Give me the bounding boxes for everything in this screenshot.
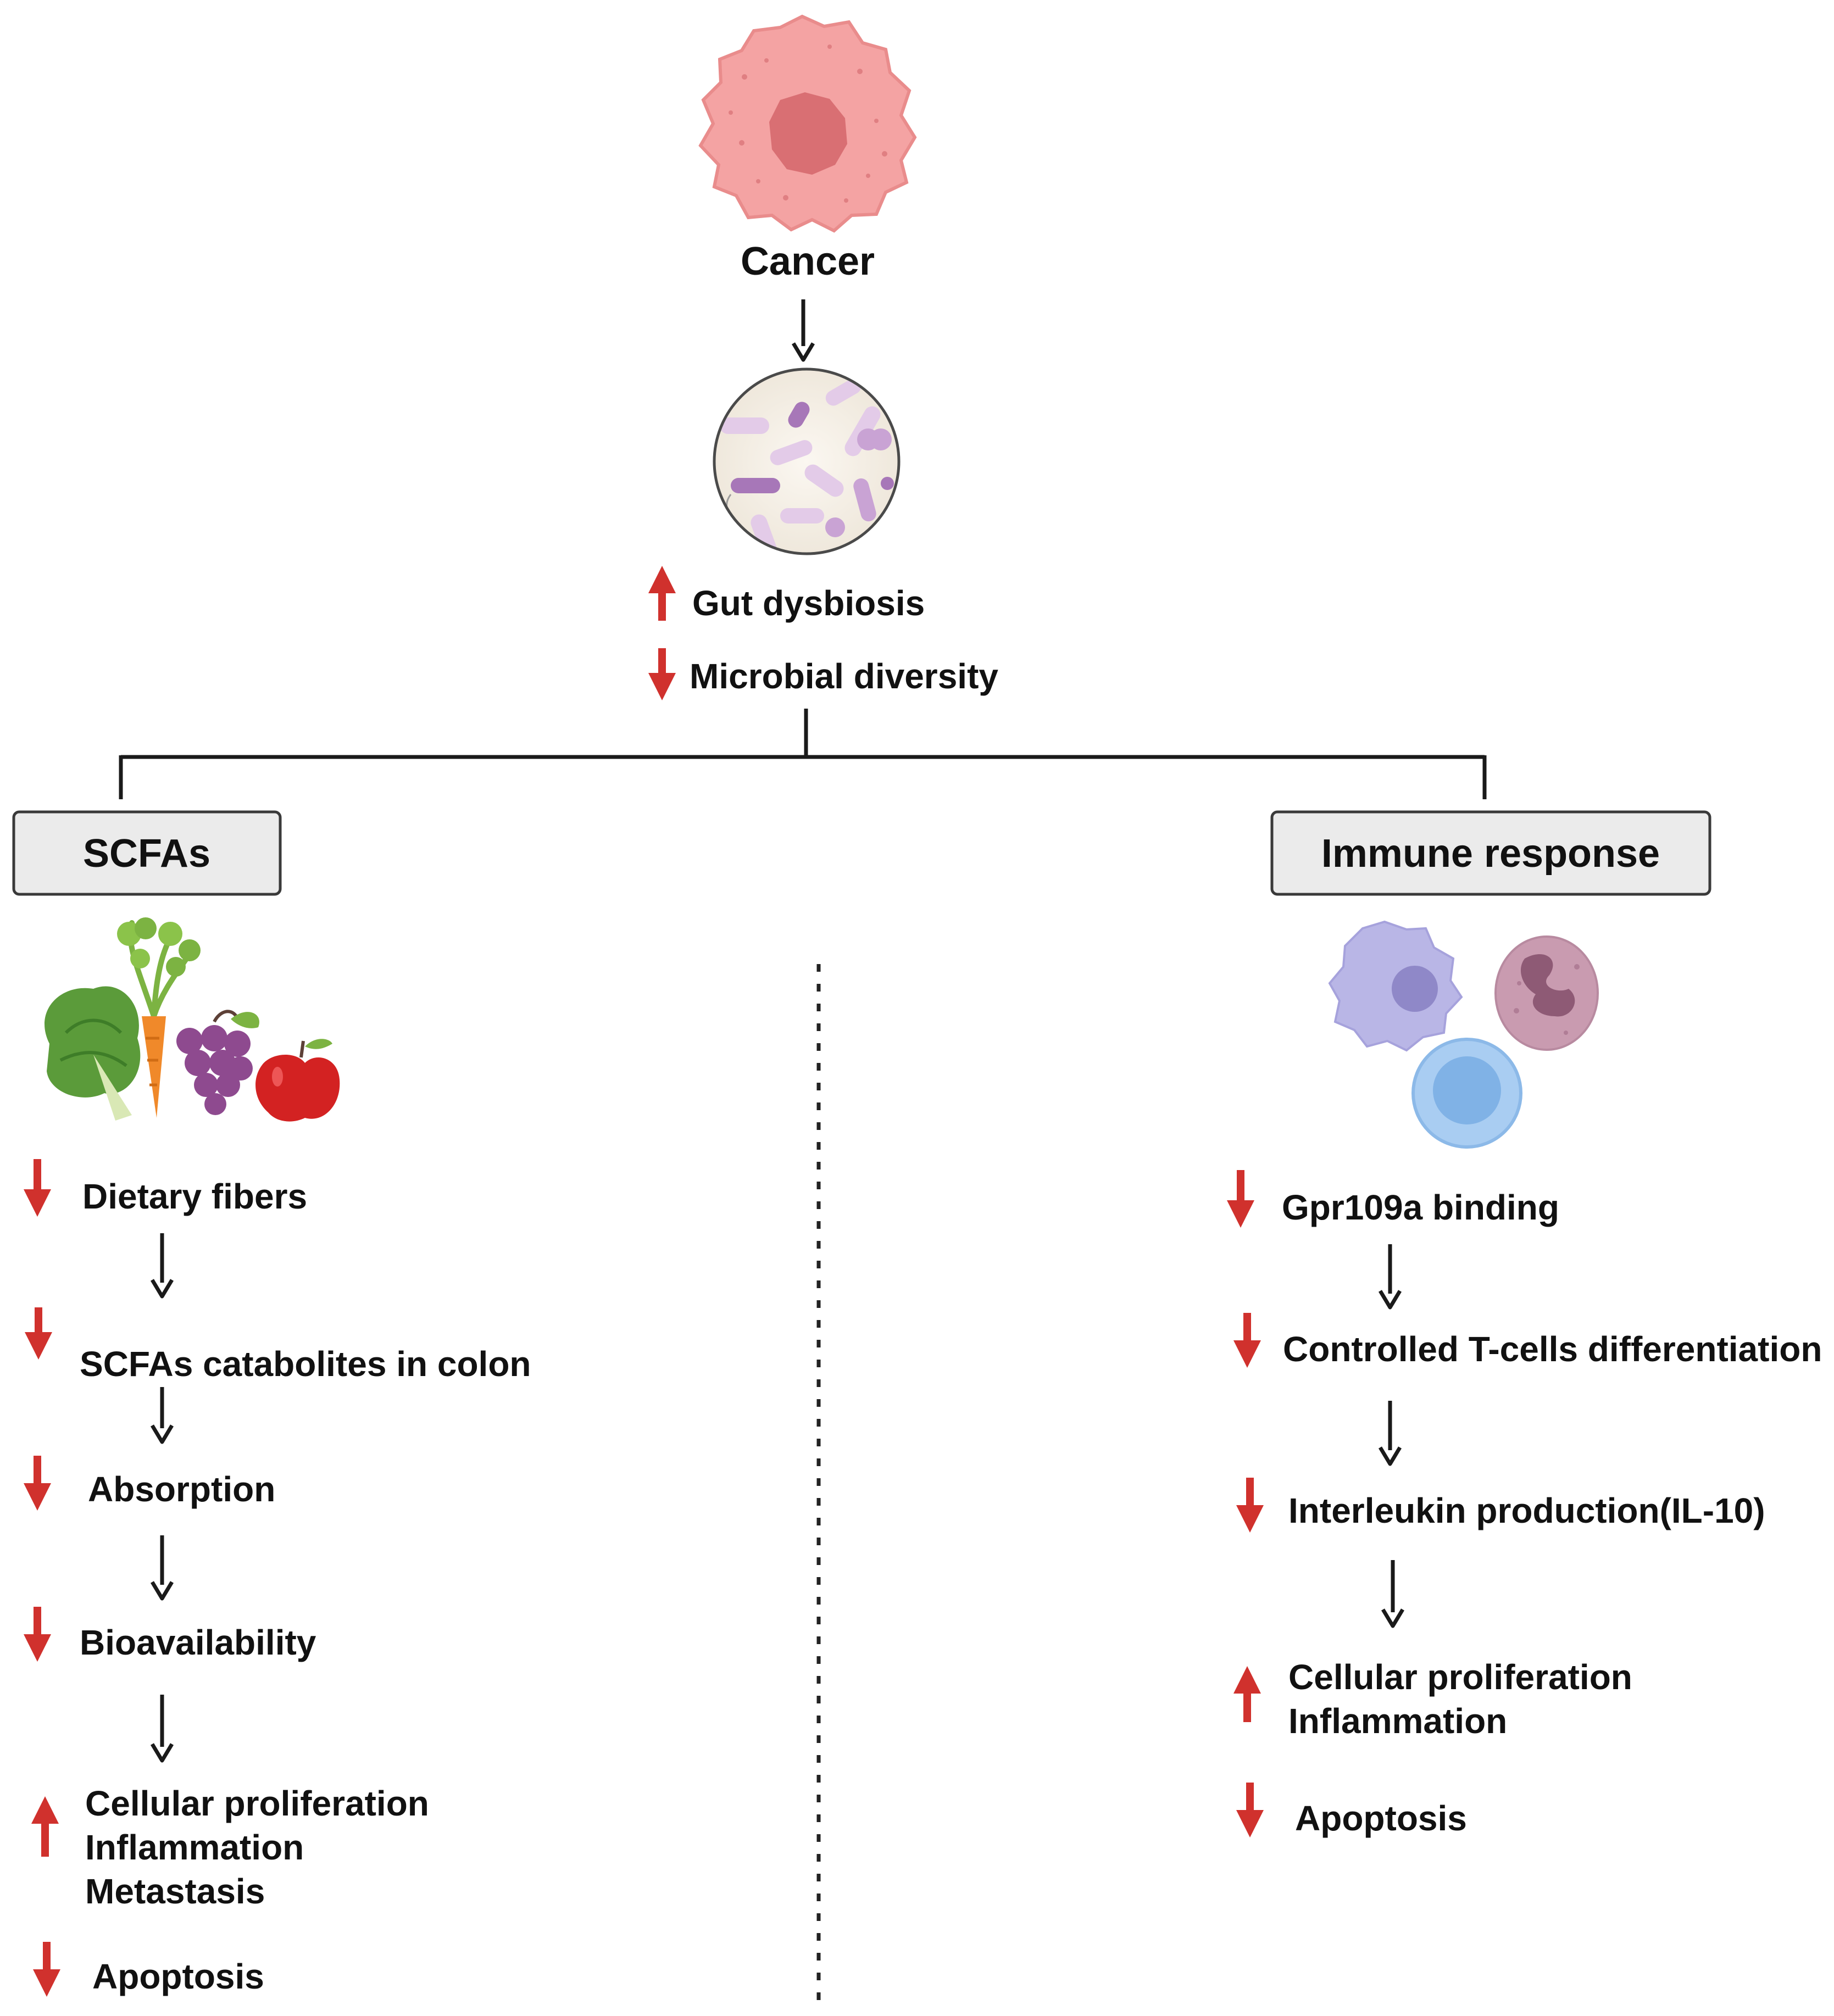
flow-arrow: [791, 299, 815, 362]
cellular-proliferation-label: Cellular proliferation: [1288, 1657, 1632, 1697]
dietary-fibers-label: Dietary fibers: [82, 1177, 307, 1216]
up-arrow: [31, 1796, 59, 1857]
apoptosis-label: Apoptosis: [92, 1957, 264, 1996]
inflammation-label: Inflammation: [85, 1828, 304, 1867]
right-step-1: Gpr109a binding: [1227, 1170, 1559, 1228]
flow-arrow: [150, 1233, 174, 1299]
down-arrow: [24, 1607, 51, 1662]
scfas-catabolites-label: SCFAs catabolites in colon: [80, 1344, 531, 1384]
right-step-3: Interleukin production(IL-10): [1236, 1478, 1765, 1533]
flow-arrow: [1378, 1401, 1402, 1466]
apoptosis-label: Apoptosis: [1295, 1798, 1467, 1838]
flow-arrow: [1381, 1560, 1405, 1628]
down-arrow: [1233, 1313, 1261, 1368]
right-outcome-up: Cellular proliferation Inflammation: [1233, 1657, 1632, 1741]
down-arrow: [1227, 1170, 1254, 1228]
branch-connector: [119, 709, 1487, 799]
left-outcome-up: Cellular proliferation Inflammation Meta…: [31, 1784, 429, 1911]
gpr109a-binding-label: Gpr109a binding: [1282, 1188, 1559, 1227]
flow-arrow: [150, 1535, 174, 1601]
interleukin-production-label: Interleukin production(IL-10): [1288, 1491, 1765, 1530]
down-arrow: [33, 1942, 60, 1997]
immune-cells-icon: [1328, 920, 1599, 1149]
flow-arrow: [1378, 1244, 1402, 1310]
cancer-label: Cancer: [741, 240, 875, 283]
left-step-2: SCFAs catabolites in colon: [25, 1307, 531, 1384]
right-outcome-down: Apoptosis: [1236, 1783, 1467, 1838]
bioavailability-label: Bioavailability: [80, 1623, 316, 1662]
absorption-label: Absorption: [88, 1469, 275, 1509]
metastasis-label: Metastasis: [85, 1872, 265, 1911]
up-arrow: [1233, 1666, 1261, 1722]
t-cells-differentiation-label: Controlled T-cells differentiation: [1283, 1329, 1822, 1369]
right-step-2: Controlled T-cells differentiation: [1233, 1313, 1822, 1369]
down-arrow: [24, 1456, 51, 1511]
gut-microbiome-icon: [713, 367, 901, 555]
immune-response-box: Immune response: [1270, 810, 1711, 896]
scfas-box: SCFAs: [12, 810, 282, 896]
down-arrow: [648, 648, 676, 700]
flow-arrow: [150, 1387, 174, 1444]
vegetables-fruits-icon: [45, 917, 340, 1122]
down-arrow: [24, 1159, 51, 1217]
up-arrow: [648, 566, 676, 621]
gut-dysbiosis-label: Gut dysbiosis: [692, 583, 925, 623]
down-arrow: [1236, 1783, 1264, 1837]
left-step-1: Dietary fibers: [24, 1159, 307, 1217]
inflammation-label: Inflammation: [1288, 1701, 1507, 1741]
left-step-3: Absorption: [24, 1456, 275, 1511]
down-arrow: [1236, 1478, 1264, 1533]
cellular-proliferation-label: Cellular proliferation: [85, 1784, 429, 1823]
immune-response-title: Immune response: [1321, 832, 1660, 876]
left-outcome-down: Apoptosis: [33, 1942, 264, 1997]
left-step-4: Bioavailability: [24, 1607, 316, 1662]
microbial-diversity-label: Microbial diversity: [690, 656, 998, 696]
flow-arrow: [150, 1695, 174, 1763]
down-arrow: [25, 1307, 52, 1360]
scfas-title: SCFAs: [83, 832, 210, 876]
cancer-cell-icon: [698, 14, 917, 233]
